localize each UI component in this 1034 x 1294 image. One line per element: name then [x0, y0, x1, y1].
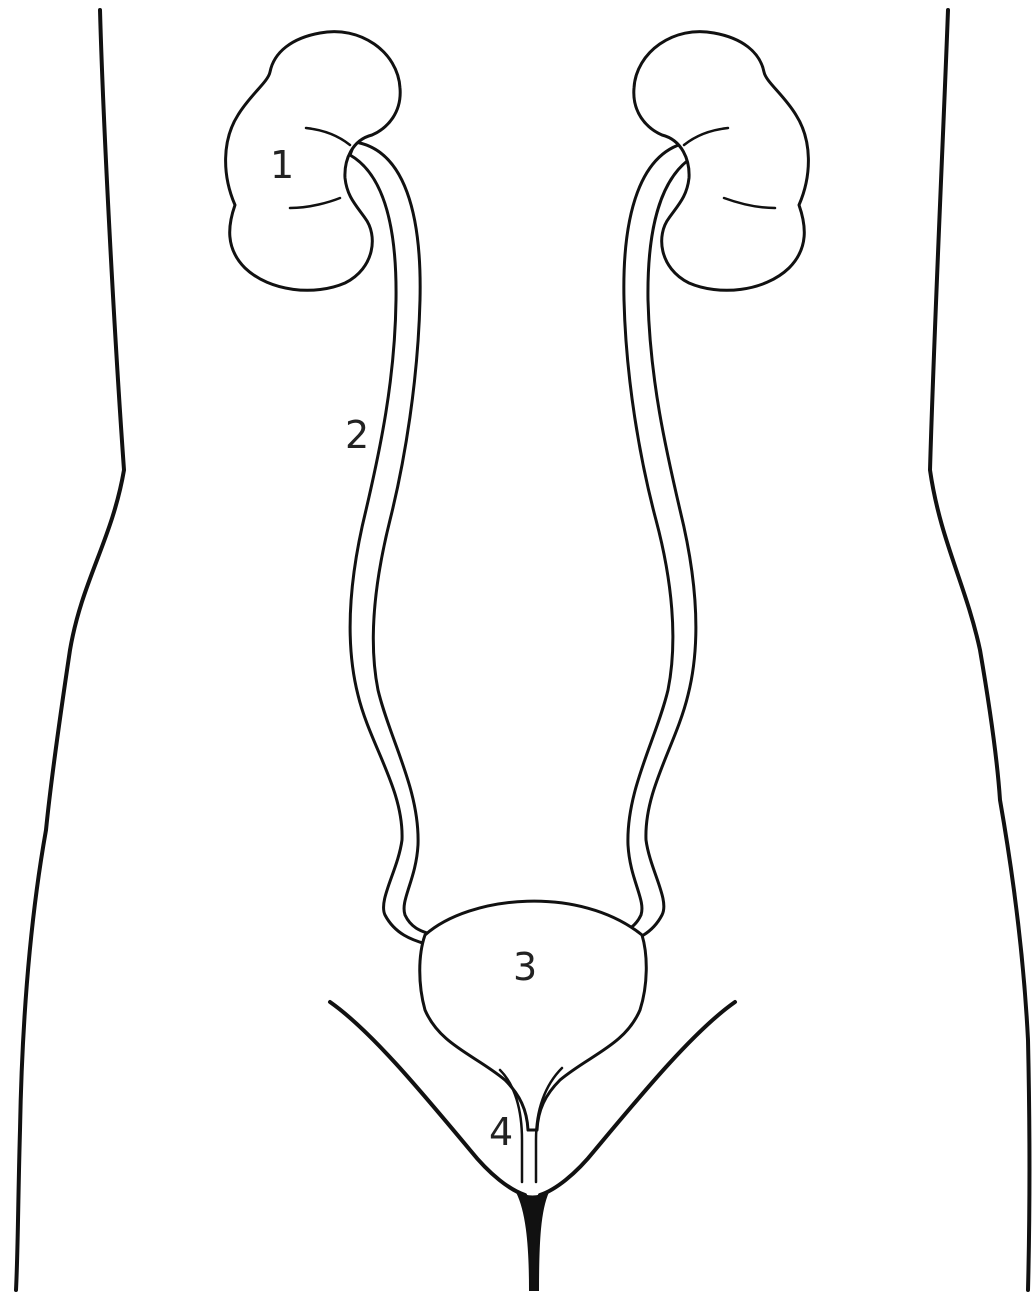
- bladder: [420, 901, 647, 1130]
- label-kidney: 1: [270, 143, 294, 187]
- label-bladder: 3: [513, 945, 537, 989]
- crotch-fill: [517, 1192, 548, 1290]
- body-outline-right: [930, 10, 1030, 1290]
- body-outline-left: [16, 10, 124, 1290]
- label-ureter: 2: [345, 413, 369, 457]
- label-urethra: 4: [489, 1110, 513, 1154]
